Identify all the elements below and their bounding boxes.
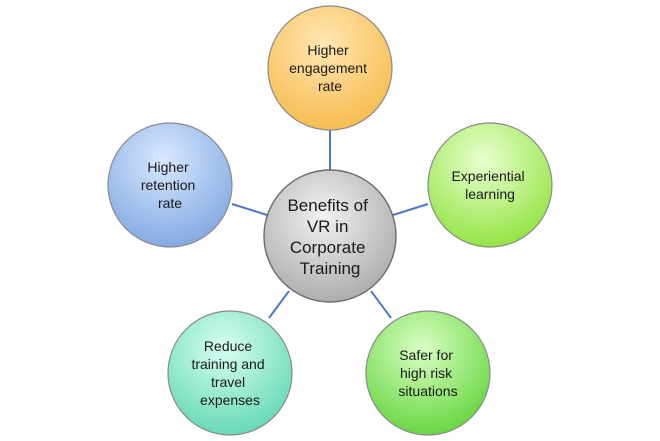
node-safer: Safer for high risk situations xyxy=(365,310,491,436)
center-node: Benefits of VR in Corporate Training xyxy=(263,169,397,303)
node-experiential-label: Experiential learning xyxy=(451,168,528,202)
node-reduce: Reduce training and travel expenses xyxy=(167,310,293,436)
node-engagement-label: Higher engagement rate xyxy=(289,42,371,94)
node-retention-label: Higher retention rate xyxy=(141,159,199,211)
connectors xyxy=(231,130,429,319)
connector-reduce xyxy=(268,290,290,319)
connector-safer xyxy=(370,290,392,319)
node-engagement: Higher engagement rate xyxy=(267,5,393,131)
node-safer-label: Safer for high risk situations xyxy=(398,347,457,399)
node-retention: Higher retention rate xyxy=(107,122,233,248)
connector-retention xyxy=(231,203,268,216)
node-reduce-label: Reduce training and travel expenses xyxy=(191,338,268,408)
node-experiential: Experiential learning xyxy=(427,122,553,248)
connector-experiential xyxy=(392,203,429,216)
center-label: Benefits of VR in Corporate Training xyxy=(287,196,372,278)
